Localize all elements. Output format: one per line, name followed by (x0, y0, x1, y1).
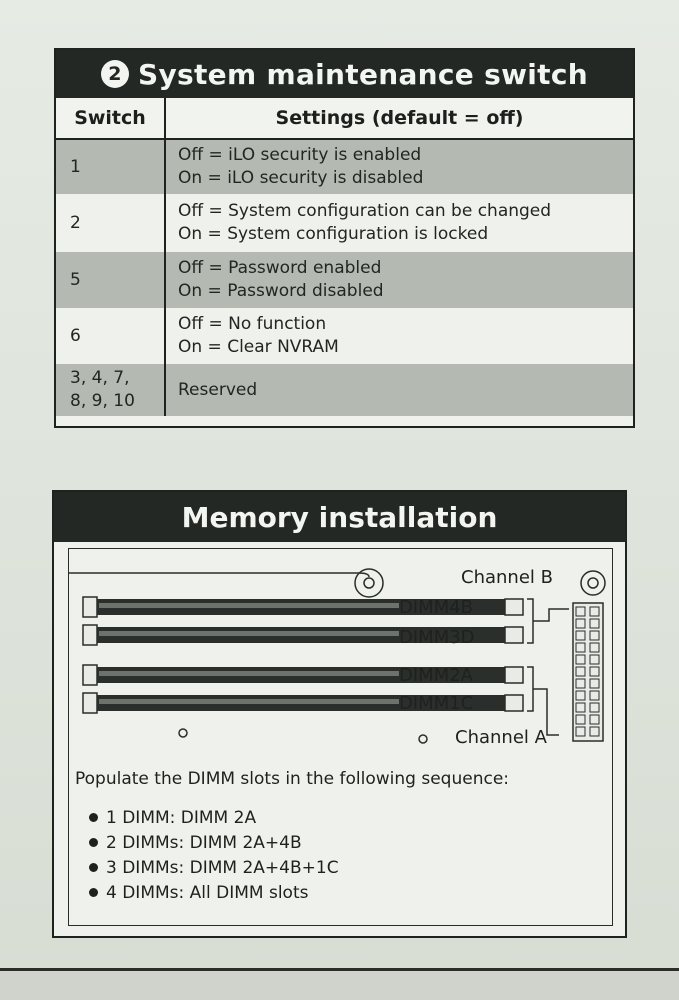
setting-on: On = iLO security is disabled (178, 168, 424, 188)
dimm-label: DIMM3D (399, 627, 475, 648)
switch-panel-title-bar: 2 System maintenance switch (56, 50, 633, 98)
switch-number-line: 8, 9, 10 (70, 391, 135, 411)
setting-off: Off = Password enabled (178, 258, 382, 278)
table-row: 5 Off = Password enabled On = Password d… (56, 252, 633, 308)
switch-number: 3, 4, 7, 8, 9, 10 (56, 364, 166, 416)
dimm-label: DIMM4B (399, 597, 474, 618)
bullet-icon (89, 863, 98, 872)
bullet-icon (89, 888, 98, 897)
sequence-text: 3 DIMMs: DIMM 2A+4B+1C (106, 857, 339, 878)
setting-on: On = Clear NVRAM (178, 337, 339, 357)
list-item: 1 DIMM: DIMM 2A (89, 805, 339, 830)
dimm-slot-4b (82, 596, 524, 618)
channel-a-bracket (527, 666, 559, 736)
mounting-hole-icon (178, 728, 188, 738)
bullet-icon (89, 813, 98, 822)
mounting-hole-icon (418, 734, 428, 744)
dimm-slot-1c (82, 692, 524, 714)
dimm-label: DIMM2A (399, 665, 473, 686)
memory-diagram-frame: Channel B DIMM4B DIMM3D DIMM2A DIMM1C Ch… (68, 548, 613, 926)
bullet-icon (89, 838, 98, 847)
header-settings: Settings (default = off) (165, 98, 633, 140)
sequence-text: 1 DIMM: DIMM 2A (106, 807, 257, 828)
switch-number-line: 3, 4, 7, (70, 368, 130, 388)
connector-header (572, 602, 604, 742)
switch-setting: Off = No function On = Clear NVRAM (165, 308, 633, 364)
switch-setting: Off = Password enabled On = Password dis… (165, 252, 633, 308)
switch-number: 5 (56, 252, 166, 308)
switch-number: 6 (56, 308, 166, 364)
board-outline (69, 572, 370, 578)
memory-panel-title-bar: Memory installation (54, 492, 625, 542)
setting-off: Off = iLO security is enabled (178, 145, 422, 165)
number-badge: 2 (100, 60, 129, 88)
population-sequence-list: 1 DIMM: DIMM 2A 2 DIMMs: DIMM 2A+4B 3 DI… (89, 805, 339, 905)
channel-a-label: Channel A (455, 727, 547, 748)
channel-b-label: Channel B (461, 567, 553, 588)
sequence-text: 2 DIMMs: DIMM 2A+4B (106, 832, 302, 853)
populate-instructions: Populate the DIMM slots in the following… (75, 769, 510, 789)
dimm-slot-2a (82, 664, 524, 686)
list-item: 4 DIMMs: All DIMM slots (89, 880, 339, 905)
setting-on: On = System configuration is locked (178, 224, 489, 244)
table-row: 1 Off = iLO security is enabled On = iLO… (56, 139, 633, 194)
switch-number: 1 (56, 139, 166, 194)
standoff-icon (580, 570, 606, 596)
dimm-label: DIMM1C (399, 693, 474, 714)
standoff-icon (354, 568, 384, 598)
switch-panel-title: System maintenance switch (137, 57, 588, 91)
switch-number: 2 (56, 194, 166, 252)
memory-panel-title: Memory installation (181, 500, 498, 534)
dimm-slot-diagram (69, 568, 606, 744)
switch-panel: 2 System maintenance switch Switch Setti… (54, 48, 635, 428)
sequence-text: 4 DIMMs: All DIMM slots (106, 882, 309, 903)
switch-setting: Off = System configuration can be change… (165, 194, 633, 252)
switch-setting: Reserved (165, 364, 633, 416)
table-row: 3, 4, 7, 8, 9, 10 Reserved (56, 364, 633, 416)
switch-table: Switch Settings (default = off) 1 Off = … (56, 98, 633, 416)
list-item: 3 DIMMs: DIMM 2A+4B+1C (89, 855, 339, 880)
dimm-slot-3d (82, 624, 524, 646)
memory-panel: Memory installation (52, 490, 627, 938)
setting-off: Off = No function (178, 314, 327, 334)
label-bottom-edge (0, 968, 679, 971)
switch-setting: Off = iLO security is enabled On = iLO s… (165, 139, 633, 194)
header-switch: Switch (56, 98, 166, 140)
setting-on: On = Password disabled (178, 281, 384, 301)
table-row: 2 Off = System configuration can be chan… (56, 194, 633, 252)
channel-b-bracket (527, 598, 569, 644)
switch-table-header: Switch Settings (default = off) (56, 98, 633, 140)
table-row: 6 Off = No function On = Clear NVRAM (56, 308, 633, 364)
setting-off: Off = System configuration can be change… (178, 201, 552, 221)
list-item: 2 DIMMs: DIMM 2A+4B (89, 830, 339, 855)
chassis-surface (0, 971, 679, 1000)
